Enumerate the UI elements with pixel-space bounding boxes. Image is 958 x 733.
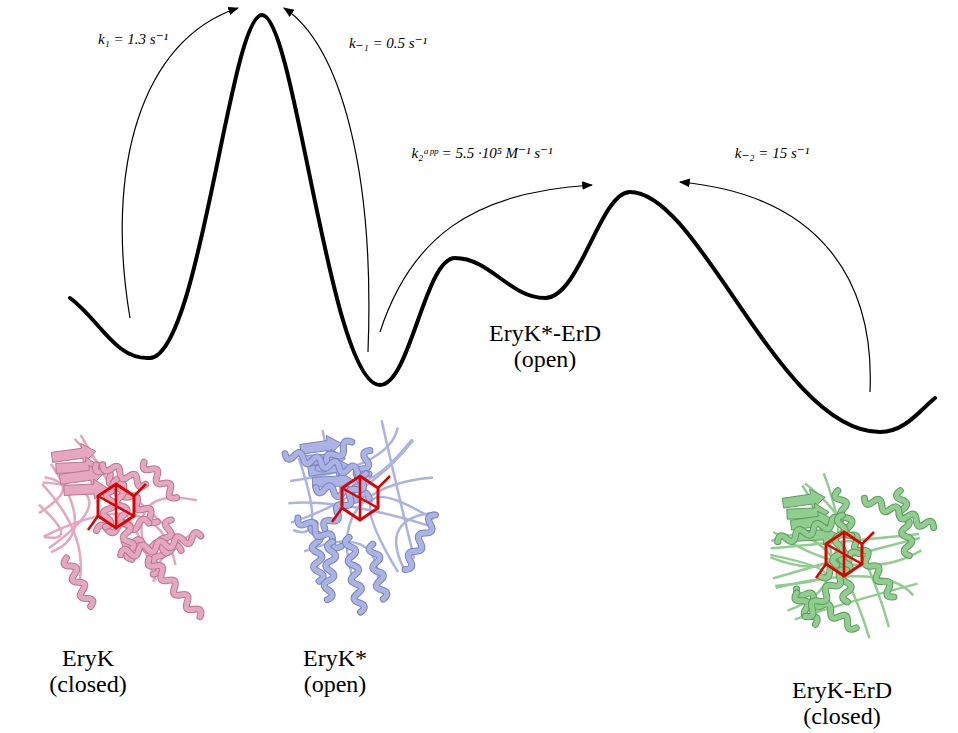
helix <box>896 491 911 556</box>
helix <box>864 498 933 527</box>
loop <box>770 555 825 586</box>
helix <box>369 544 387 599</box>
helix <box>285 453 366 477</box>
rate-arrow <box>380 185 592 332</box>
helix <box>64 558 93 606</box>
beta-strand <box>64 479 108 499</box>
rate-constant: k₋₂ = 15 s⁻¹ <box>735 144 809 162</box>
helix <box>805 570 846 617</box>
state-label: EryK* (open) <box>283 645 387 698</box>
state-label: EryK-ErD (closed) <box>783 677 901 730</box>
helix <box>143 462 176 498</box>
helix <box>864 498 933 527</box>
heme <box>88 484 146 530</box>
protein-structures <box>39 420 934 638</box>
heme-ring <box>816 532 874 578</box>
rate-arrow <box>122 8 238 318</box>
helix <box>345 537 364 612</box>
rate-constant: k₋₁ = 0.5 s⁻¹ <box>349 34 427 52</box>
helix <box>121 533 201 557</box>
loop <box>772 535 870 638</box>
helix <box>324 542 335 600</box>
helix <box>778 517 841 542</box>
helix <box>369 544 387 599</box>
state-label: EryK (closed) <box>36 645 140 698</box>
rate-arrow <box>680 182 870 392</box>
helix <box>324 542 335 600</box>
helix <box>148 559 201 617</box>
rate-constant: k₂ᵃᵖᵖ = 5.5 ·10⁵ M⁻¹ s⁻¹ <box>411 144 552 162</box>
helix <box>148 559 201 617</box>
helix <box>103 465 146 487</box>
state-label: EryK*-ErD (open) <box>481 320 609 373</box>
helix <box>805 570 846 617</box>
helix <box>143 462 176 498</box>
heme <box>816 532 874 578</box>
helix <box>405 515 435 570</box>
helix <box>405 515 435 570</box>
helix <box>896 491 911 556</box>
helix <box>778 517 841 542</box>
helix <box>345 537 364 612</box>
helix <box>64 558 93 606</box>
energy-curve <box>70 15 935 432</box>
heme-ring <box>88 484 146 530</box>
helix <box>103 465 146 487</box>
heme-ring <box>332 476 390 522</box>
heme <box>332 476 390 522</box>
helix <box>285 453 366 477</box>
helix <box>121 533 201 557</box>
rate-constant: k₁ = 1.3 s⁻¹ <box>98 30 168 48</box>
rate-arrow <box>284 8 369 352</box>
